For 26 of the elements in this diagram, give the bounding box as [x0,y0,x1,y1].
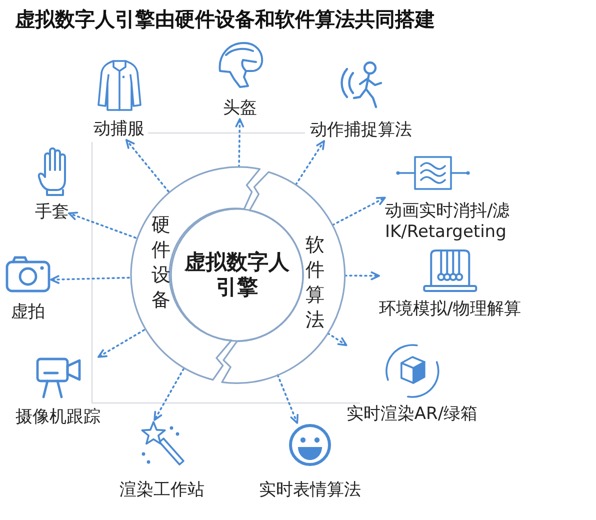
arrow [68,212,136,239]
arrow [235,118,244,168]
diagram-title: 虚拟数字人引擎由硬件设备和软件算法共同搭建 [15,7,435,31]
arrow [126,139,170,192]
node-label: 虚拍 [11,302,45,323]
node-label: 渲染工作站 [120,480,204,501]
node-label: 实时表情算法 [259,480,361,501]
arc-label: 硬件设备 [151,212,170,313]
node-label: 头盔 [223,98,257,119]
node-label: 环境模拟/物理解算 [379,299,521,320]
center-label: 虚拟数字人引擎 [183,250,290,300]
arrow [154,368,184,421]
arrow [332,196,386,226]
node-label: 动作捕捉算法 [310,120,412,141]
node-label: 实时渲染AR/绿箱 [346,404,478,425]
arrow [276,374,299,424]
node-label: 手套 [35,202,69,223]
node-label: 摄像机跟踪 [16,407,100,428]
arrow [50,275,130,284]
arrow [327,332,348,346]
node-label: 动捕服 [94,119,144,140]
node-label: 动画实时消抖/滤IK/Retargeting [385,201,511,243]
arc-label: 软件算法 [306,232,324,333]
arrow [98,329,145,358]
arrow [344,271,380,280]
arrow [295,140,325,186]
